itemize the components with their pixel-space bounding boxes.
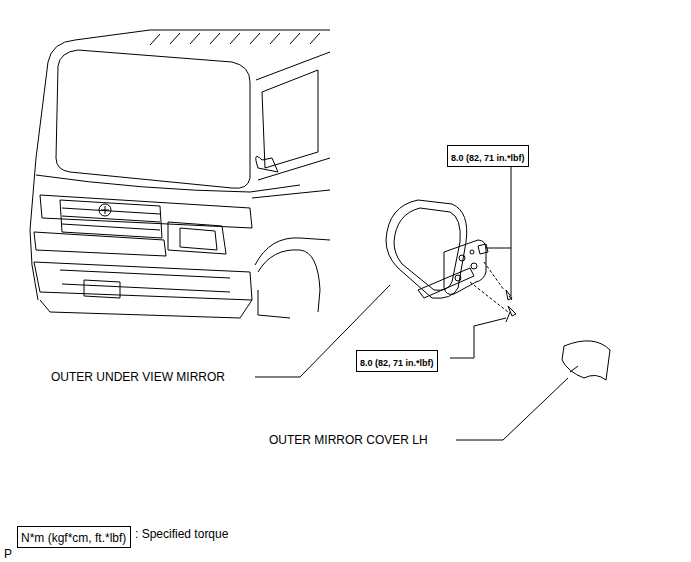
legend-torque-box: N*m (kgf*cm, ft.*lbf) bbox=[17, 526, 131, 548]
cover-illustration bbox=[562, 341, 610, 380]
van-illustration bbox=[30, 30, 330, 318]
mirror-illustration bbox=[386, 200, 516, 322]
part-name: OUTER MIRROR COVER LH bbox=[268, 433, 429, 447]
leader-line bbox=[486, 161, 511, 296]
torque-box: 8.0 (82, 71 in.*lbf) bbox=[447, 145, 529, 167]
leader-line bbox=[450, 318, 506, 358]
page-code: P bbox=[3, 547, 13, 561]
legend-text: : Specified torque bbox=[134, 527, 229, 541]
leader-line bbox=[456, 378, 568, 440]
torque-value: 8.0 (82, 71 in.*lbf) bbox=[451, 153, 525, 164]
torque-value: N*m (kgf*cm, ft.*lbf) bbox=[21, 531, 126, 545]
torque-box: 8.0 (82, 71 in.*lbf) bbox=[356, 350, 438, 372]
part-name: OUTER UNDER VIEW MIRROR bbox=[50, 370, 226, 384]
torque-value: 8.0 (82, 71 in.*lbf) bbox=[360, 358, 434, 369]
